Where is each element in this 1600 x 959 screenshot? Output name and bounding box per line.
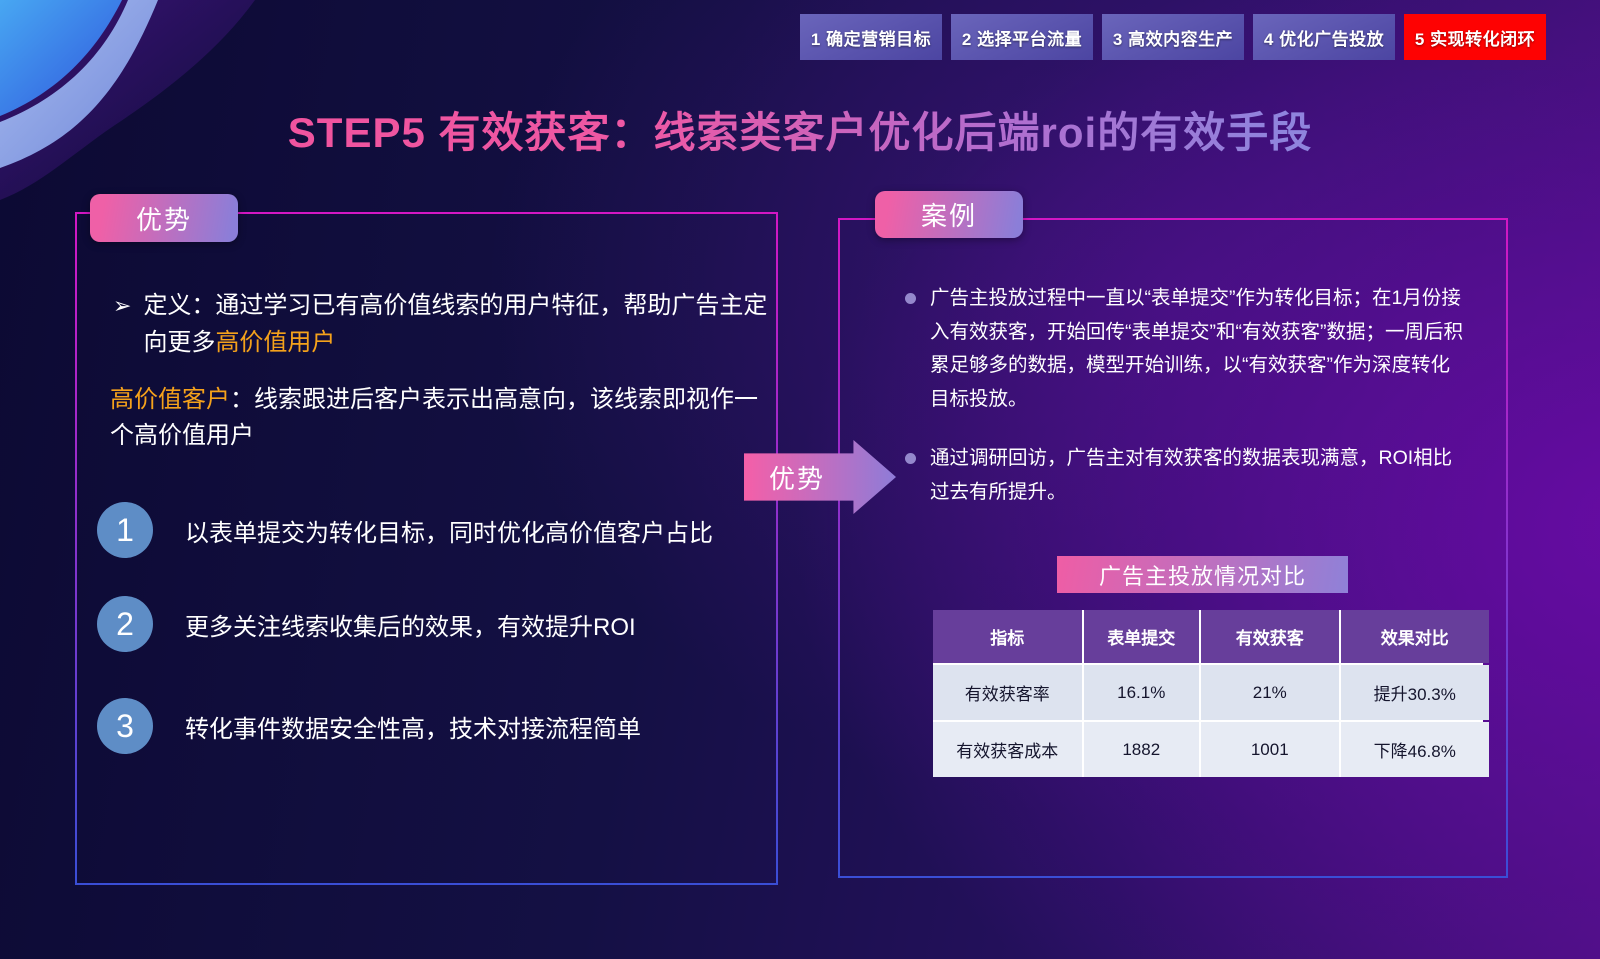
case-badge: 案例: [875, 191, 1023, 238]
table-cell: 16.1%: [1083, 665, 1199, 720]
definition-block: ➢ 定义：通过学习已有高价值线索的用户特征，帮助广告主定向更多高价值用户: [113, 287, 768, 361]
definition-text: 定义：通过学习已有高价值线索的用户特征，帮助广告主定向更多高价值用户: [143, 292, 768, 357]
number-circle-1: 1: [97, 502, 153, 558]
table-header-cell: 指标: [933, 610, 1082, 663]
case-bullets: 广告主投放过程中一直以“表单提交”作为转化目标；在1月份接入有效获客，开始回传“…: [905, 282, 1467, 509]
number-circle-3: 3: [97, 698, 153, 754]
point-3-text: 转化事件数据安全性高，技术对接流程简单: [185, 715, 641, 743]
bullet-dot-icon: [905, 293, 916, 304]
page-title: STEP5 有效获客：线索类客户优化后端roi的有效手段: [0, 99, 1600, 160]
definition-highlight: 高价值用户: [215, 329, 336, 357]
table-cell: 有效获客率: [933, 665, 1082, 720]
advantage-point-1: 1 以表单提交为转化目标，同时优化高价值客户占比: [97, 502, 713, 558]
table-cell: 下降46.8%: [1340, 722, 1489, 777]
case-bullet-1-text: 广告主投放过程中一直以“表单提交”作为转化目标；在1月份接入有效获客，开始回传“…: [930, 287, 1463, 410]
advantage-point-3: 3 转化事件数据安全性高，技术对接流程简单: [97, 698, 641, 754]
advantage-point-2: 2 更多关注线索收集后的效果，有效提升ROI: [97, 596, 636, 652]
table-header-cell: 效果对比: [1340, 610, 1489, 663]
table-header-cell: 有效获客: [1201, 610, 1339, 663]
number-circle-2: 2: [97, 596, 153, 652]
high-value-paragraph: 高价值客户：线索跟进后客户表示出高意向，该线索即视作一个高价值用户: [110, 386, 758, 449]
case-bullet-1: 广告主投放过程中一直以“表单提交”作为转化目标；在1月份接入有效获客，开始回传“…: [905, 282, 1467, 416]
step-tabs: 1 确定营销目标 2 选择平台流量 3 高效内容生产 4 优化广告投放 5 实现…: [800, 14, 1546, 60]
bullet-dot-icon: [905, 453, 916, 465]
comparison-table: 指标 表单提交 有效获客 效果对比 有效获客率 16.1% 21% 提升30.3…: [933, 610, 1489, 777]
point-2-text: 更多关注线索收集后的效果，有效提升ROI: [185, 613, 636, 641]
table-header-cell: 表单提交: [1083, 610, 1199, 663]
flow-arrow-label: 优势: [768, 463, 825, 494]
case-bullet-2: 通过调研回访，广告主对有效获客的数据表现满意，ROI相比过去有所提升。: [905, 442, 1467, 509]
tab-step2[interactable]: 2 选择平台流量: [951, 14, 1093, 60]
table-cell: 1882: [1083, 722, 1199, 777]
tab-step4[interactable]: 4 优化广告投放: [1253, 14, 1395, 60]
table-cell: 提升30.3%: [1340, 665, 1489, 720]
table-cell: 21%: [1201, 665, 1339, 720]
advantages-badge: 优势: [90, 194, 238, 242]
point-1-text: 以表单提交为转化目标，同时优化高价值客户占比: [185, 519, 713, 547]
tab-step1[interactable]: 1 确定营销目标: [800, 14, 942, 60]
table-cell: 1001: [1201, 722, 1339, 777]
case-bullet-2-text: 通过调研回访，广告主对有效获客的数据表现满意，ROI相比过去有所提升。: [930, 447, 1453, 503]
advantages-panel: [75, 212, 778, 885]
paragraph-highlight: 高价值客户: [110, 386, 230, 413]
corner-wave-decoration: [0, 0, 255, 200]
comparison-table-title: 广告主投放情况对比: [1057, 556, 1348, 593]
tab-step5-active[interactable]: 5 实现转化闭环: [1404, 14, 1546, 60]
tab-step3[interactable]: 3 高效内容生产: [1102, 14, 1244, 60]
arrow-bullet-icon: ➢: [113, 293, 132, 318]
table-cell: 有效获客成本: [933, 722, 1082, 777]
